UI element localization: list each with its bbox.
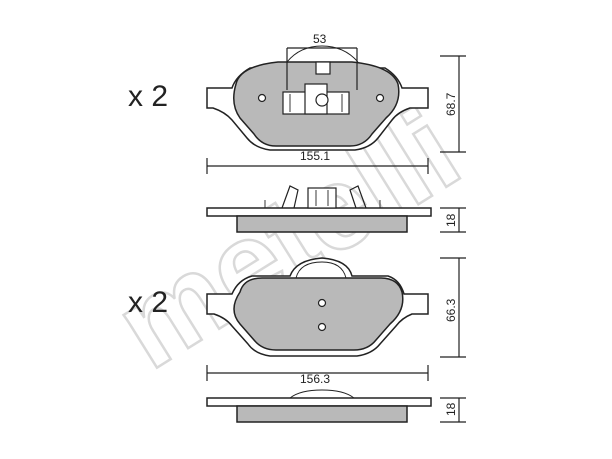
top-pad-side-view	[206, 185, 432, 233]
top-pad-dim-width: 155.1	[300, 149, 330, 163]
top-pad-dim-height: 68.7	[444, 92, 458, 116]
top-pad-dim-center: 53	[313, 32, 327, 46]
top-pad-dimension-lines	[206, 47, 466, 174]
top-pad-clip	[282, 61, 350, 115]
bottom-pad-front-view	[206, 257, 429, 357]
top-pad-dim-thickness: 18	[444, 213, 458, 227]
top-pad-front-view	[206, 45, 429, 151]
bottom-pad-thickness-dimension	[440, 397, 466, 423]
bottom-pad-dim-thickness: 18	[444, 402, 458, 416]
bottom-pad-side-view	[206, 389, 432, 423]
bottom-pad-dimension-lines	[206, 257, 466, 381]
bottom-pad-multiplier: x 2	[128, 286, 168, 319]
top-pad-thickness-dimension	[440, 207, 466, 233]
bottom-pad-dim-width: 156.3	[300, 372, 330, 386]
bottom-pad-dim-height: 66.3	[444, 298, 458, 322]
top-pad-multiplier: x 2	[128, 80, 168, 113]
